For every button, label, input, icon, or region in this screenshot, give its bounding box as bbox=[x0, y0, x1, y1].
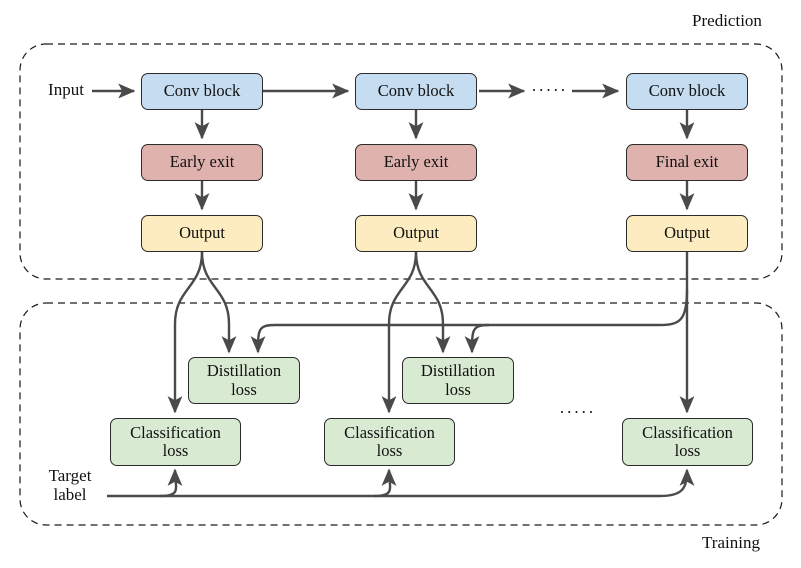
classification-loss-1-line1: Classification bbox=[130, 422, 221, 442]
output-3-label: Output bbox=[664, 223, 710, 243]
distillation-loss-2-line1: Distillation bbox=[420, 361, 496, 381]
ellipsis-training-row: ..... bbox=[559, 398, 597, 417]
classification-loss-2-line2: loss bbox=[376, 441, 403, 460]
classification-loss-2-line1: Classification bbox=[344, 422, 435, 442]
wire-output1-to-classification1 bbox=[167, 251, 204, 414]
wire-output1-to-distillation1 bbox=[200, 251, 237, 354]
prediction-caption: Prediction bbox=[692, 11, 762, 30]
classification-loss-3-line1: Classification bbox=[642, 422, 733, 442]
distillation-loss-1[interactable]: Distillation loss bbox=[188, 357, 300, 404]
distillation-loss-1-line1: Distillation bbox=[206, 361, 282, 381]
training-caption: Training bbox=[702, 533, 760, 552]
conv-block-2-label: Conv block bbox=[377, 81, 455, 101]
early-exit-1[interactable]: Early exit bbox=[141, 144, 263, 181]
conv-block-1[interactable]: Conv block bbox=[141, 73, 263, 110]
distillation-loss-2[interactable]: Distillation loss bbox=[402, 357, 514, 404]
conv-block-3[interactable]: Conv block bbox=[626, 73, 748, 110]
wire-target-to-classification3 bbox=[659, 468, 695, 498]
training-frame bbox=[19, 302, 783, 526]
output-2[interactable]: Output bbox=[355, 215, 477, 252]
final-exit-3-label: Final exit bbox=[655, 152, 719, 172]
prediction-frame bbox=[19, 43, 783, 280]
wire-output3-bus-to-distillations bbox=[275, 289, 689, 327]
output-2-label: Output bbox=[393, 223, 439, 243]
output-1-label: Output bbox=[179, 223, 225, 243]
conv-block-2[interactable]: Conv block bbox=[355, 73, 477, 110]
wire-target-to-classification1 bbox=[159, 468, 183, 498]
conv-block-3-label: Conv block bbox=[648, 81, 726, 101]
classification-loss-3[interactable]: Classification loss bbox=[622, 418, 753, 466]
wire-bus-drop-to-distillation2 bbox=[464, 323, 490, 354]
early-exit-1-label: Early exit bbox=[169, 152, 235, 172]
output-3[interactable]: Output bbox=[626, 215, 748, 252]
classification-loss-1[interactable]: Classification loss bbox=[110, 418, 241, 466]
target-label: Target label bbox=[48, 466, 92, 505]
early-exit-2[interactable]: Early exit bbox=[355, 144, 477, 181]
early-exit-2-label: Early exit bbox=[383, 152, 449, 172]
distillation-loss-2-line2: loss bbox=[445, 379, 471, 399]
classification-loss-3-line2: loss bbox=[674, 441, 701, 460]
classification-loss-2[interactable]: Classification loss bbox=[324, 418, 455, 466]
wire-output2-to-distillation2 bbox=[414, 251, 451, 354]
output-1[interactable]: Output bbox=[141, 215, 263, 252]
wire-target-to-classification2 bbox=[373, 468, 397, 498]
classification-loss-1-line2: loss bbox=[162, 441, 189, 460]
wire-output2-to-classification2 bbox=[381, 251, 418, 414]
distillation-loss-1-line2: loss bbox=[231, 379, 257, 399]
wire-bus-drop-to-distillation1 bbox=[250, 323, 276, 354]
ellipsis-conv-chain: ..... bbox=[531, 76, 569, 95]
input-label: Input bbox=[48, 80, 84, 99]
conv-block-1-label: Conv block bbox=[163, 81, 241, 101]
final-exit-3[interactable]: Final exit bbox=[626, 144, 748, 181]
